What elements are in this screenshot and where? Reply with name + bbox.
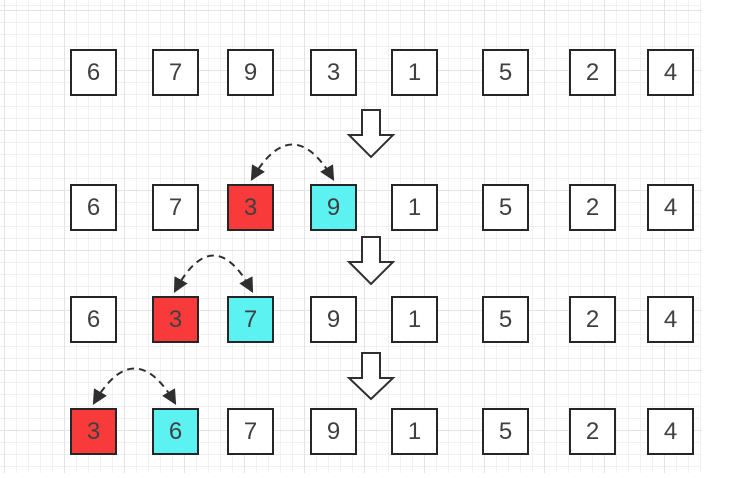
array-cell: 1: [391, 408, 438, 455]
array-cell: 4: [647, 184, 694, 231]
array-cell: 7: [227, 408, 274, 455]
array-cell: 2: [569, 408, 616, 455]
array-cell: 2: [569, 296, 616, 343]
array-cell: 6: [70, 296, 117, 343]
array-cell-red-highlight: 3: [70, 408, 117, 455]
array-cell: 1: [391, 184, 438, 231]
array-cell-red-highlight: 3: [227, 184, 274, 231]
array-cell: 9: [227, 49, 274, 96]
array-cell: 3: [310, 49, 357, 96]
array-cell: 6: [70, 184, 117, 231]
array-cell: 6: [70, 49, 117, 96]
array-cell-cyan-highlight: 7: [227, 296, 274, 343]
array-cell: 5: [482, 296, 529, 343]
array-cell-red-highlight: 3: [152, 296, 199, 343]
array-cell-cyan-highlight: 6: [152, 408, 199, 455]
array-cell: 1: [391, 49, 438, 96]
array-cell: 5: [482, 184, 529, 231]
array-cell: 9: [310, 408, 357, 455]
array-cell: 5: [482, 49, 529, 96]
array-cell: 4: [647, 296, 694, 343]
array-cell: 5: [482, 408, 529, 455]
array-cell: 7: [152, 49, 199, 96]
array-cell: 2: [569, 184, 616, 231]
array-cell: 4: [647, 408, 694, 455]
array-cell: 1: [391, 296, 438, 343]
array-cell-cyan-highlight: 9: [310, 184, 357, 231]
array-cell: 4: [647, 49, 694, 96]
array-cell: 2: [569, 49, 616, 96]
array-cell: 7: [152, 184, 199, 231]
array-cell: 9: [310, 296, 357, 343]
